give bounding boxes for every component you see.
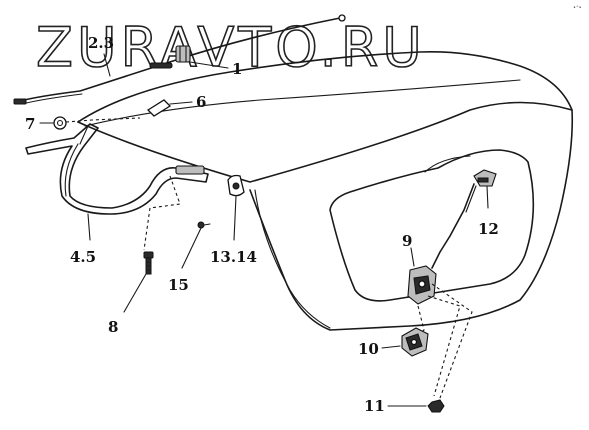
label-part-12: 12 — [478, 220, 499, 238]
leader-part-1 — [189, 61, 229, 69]
leader-part-8 — [123, 273, 147, 313]
lock-dashed-c — [411, 305, 425, 341]
label-part-10: 10 — [358, 340, 379, 358]
cable-clip — [175, 45, 191, 63]
hinge-bolt — [123, 251, 154, 313]
label-part-9: 9 — [402, 232, 412, 250]
lock-dashed-a — [431, 283, 473, 399]
label-part-1: 1 — [232, 60, 242, 78]
hinge-bracket-dashed — [143, 175, 181, 251]
cable-sleeve — [149, 62, 173, 69]
release-cable — [13, 14, 346, 105]
leader-part-2-3 — [103, 53, 111, 77]
leader-part-15 — [181, 227, 202, 269]
cable-tip — [338, 14, 346, 22]
label-part-2-3: 2.3 — [88, 34, 114, 52]
label-part-6: 6 — [196, 93, 206, 111]
lock-nut — [387, 399, 445, 413]
watermark-text: ZURAVTO.RU — [36, 16, 426, 79]
leader-part-13-14 — [233, 195, 237, 241]
label-part-13-14: 13.14 — [210, 248, 257, 266]
leader-part-9 — [410, 247, 415, 267]
lock-assembly — [407, 183, 477, 305]
lid-buffer — [227, 174, 245, 241]
cable-end-fitting — [13, 98, 27, 105]
lock-actuator — [381, 327, 429, 357]
trunk-lid — [77, 50, 574, 331]
label-part-4-5: 4.5 — [70, 248, 96, 266]
hinge-arm — [25, 123, 209, 251]
label-part-15: 15 — [168, 276, 189, 294]
part-labels: 2.3 1 6 7 4.5 13.14 15 8 9 12 10 11 — [25, 34, 499, 415]
small-screw — [181, 221, 211, 269]
label-part-8: 8 — [108, 318, 118, 336]
leader-part-6 — [169, 101, 193, 105]
lock-dashed-b — [427, 295, 461, 397]
spring-ring — [39, 116, 67, 130]
leader-part-12 — [486, 185, 489, 209]
label-part-7: 7 — [25, 115, 35, 133]
lock-rod — [431, 183, 475, 269]
leader-part-4-5 — [87, 213, 91, 241]
ring-to-hinge-dashed — [65, 117, 141, 123]
striker — [473, 169, 497, 209]
leader-part-10 — [381, 345, 401, 349]
corner-mark: •⁺• — [573, 5, 582, 11]
label-part-11: 11 — [364, 397, 385, 415]
bumper-plug — [146, 99, 193, 117]
